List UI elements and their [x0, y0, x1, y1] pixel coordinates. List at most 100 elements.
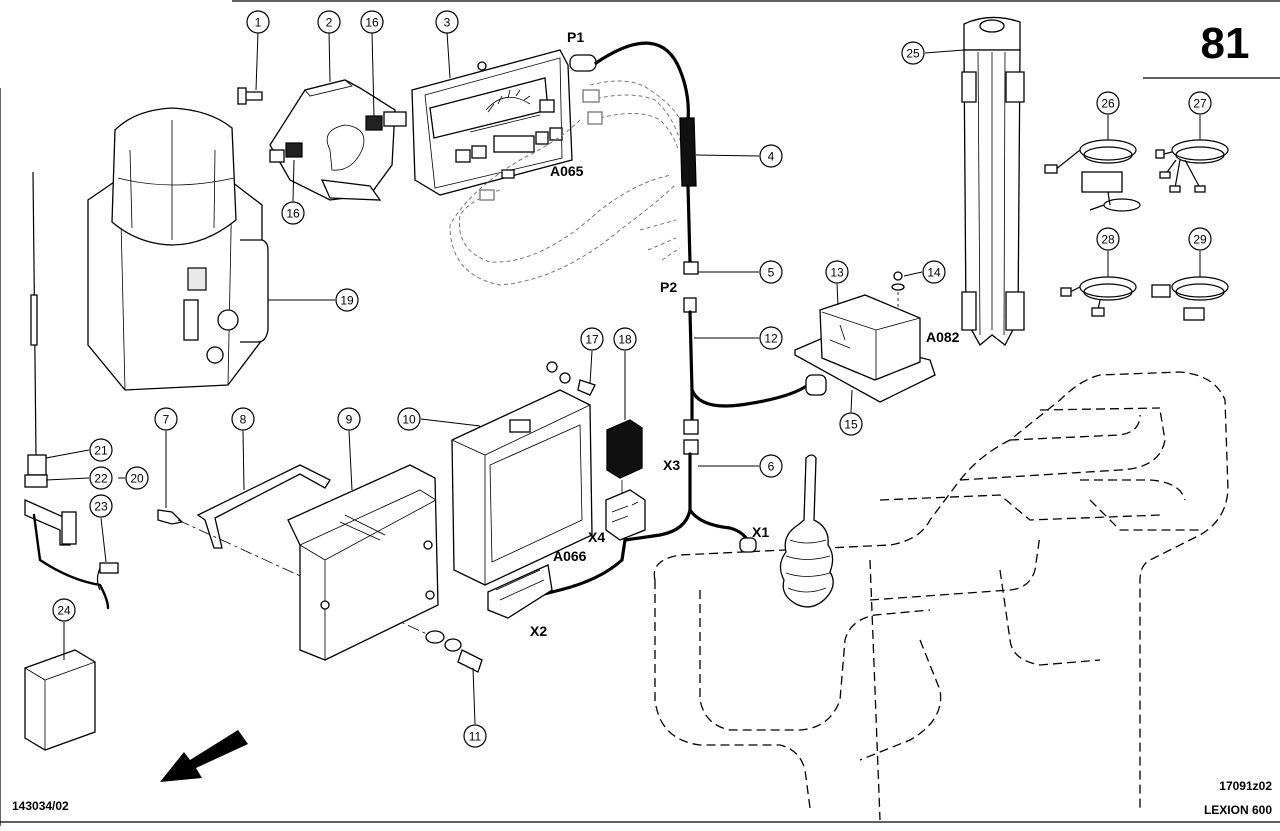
cable-set-26: [1044, 139, 1141, 212]
callout-number: 6: [768, 460, 775, 474]
callout-leader-line: [328, 31, 331, 83]
cable-part-12: [683, 297, 827, 435]
bolt-part-11: [425, 630, 483, 673]
callout-bubble: 23: [89, 494, 113, 518]
callout-bubble: 16: [360, 10, 384, 34]
callout-leader-line: [348, 430, 353, 491]
callout-bubble: 2: [317, 10, 341, 34]
callout-bubble: 4: [759, 144, 783, 168]
callout-leader-line: [420, 418, 481, 427]
callout-bubble: 11: [463, 724, 487, 748]
joystick-lever: [779, 454, 834, 608]
callout-leader-line: [924, 49, 965, 54]
callout-leader-line: [903, 271, 923, 277]
callout-circle: [397, 407, 421, 431]
callout-bubble: 1: [246, 10, 270, 34]
callout-number: 23: [94, 500, 108, 514]
callout-leader-line: [45, 449, 90, 459]
callout-number: 22: [94, 472, 108, 486]
callout-circle: [922, 260, 946, 284]
callout-bubble: 27: [1188, 91, 1212, 115]
callout-leader-line: [850, 389, 853, 413]
callout-circle: [1096, 91, 1120, 115]
cable-set-29: [1151, 276, 1229, 321]
callout-circle: [125, 466, 149, 490]
display-unit-part-3: [411, 49, 573, 196]
drawing-code-right: 17091z02: [1219, 779, 1272, 793]
control-box-part-13: [794, 271, 936, 403]
callout-circle: [839, 412, 863, 436]
label-x2: X2: [530, 623, 547, 639]
callout-circle: [613, 327, 637, 351]
callout-leader-line: [589, 350, 593, 385]
callout-number: 18: [618, 333, 632, 347]
callout-circle: [317, 10, 341, 34]
callout-number: 10: [402, 413, 416, 427]
callout-circle: [154, 407, 178, 431]
callout-number: 19: [340, 294, 354, 308]
label-a066: A066: [553, 548, 587, 564]
label-x3: X3: [663, 457, 680, 473]
callout-leader-line: [446, 31, 451, 79]
dome-unit-part-19: [87, 107, 269, 391]
callout-number: 13: [830, 266, 844, 280]
cable-harness-part-4: [569, 41, 699, 275]
callout-circle: [759, 260, 783, 284]
callout-number: 20: [130, 472, 144, 486]
callout-bubble: 12: [759, 326, 783, 350]
callout-leader-line: [836, 283, 839, 306]
drawing-code-left: 143034/02: [12, 799, 69, 813]
callout-number: 3: [444, 16, 451, 30]
callout-leader-line: [100, 517, 107, 563]
box-part-24: [24, 649, 96, 751]
cable-set-27: [1155, 139, 1229, 193]
callout-bubble: 19: [335, 288, 359, 312]
page-number: 81: [1201, 19, 1250, 68]
label-x1: X1: [752, 524, 769, 540]
callout-number: 24: [57, 604, 71, 618]
label-a065: A065: [550, 163, 584, 179]
callout-circle: [825, 260, 849, 284]
callout-bubble: 6: [759, 454, 783, 478]
cable-set-28: [1060, 276, 1137, 317]
cab-console-outline: [653, 371, 1229, 821]
antenna-assembly: [24, 171, 119, 610]
callout-number: 14: [927, 266, 941, 280]
callout-bubble: 26: [1096, 91, 1120, 115]
callout-number: 9: [346, 413, 353, 427]
callout-bubble: 10: [397, 407, 421, 431]
callout-circle: [1096, 227, 1120, 251]
callout-bubble: 28: [1096, 227, 1120, 251]
callout-bubble: 29: [1188, 227, 1212, 251]
callout-number: 16: [365, 16, 379, 30]
callout-leader-line: [242, 430, 245, 491]
control-module-part-10: [451, 389, 593, 619]
callout-number: 8: [240, 413, 247, 427]
callout-circle: [759, 326, 783, 350]
callout-number: 15: [844, 418, 858, 432]
callout-circle: [89, 438, 113, 462]
label-p2: P2: [660, 279, 677, 295]
callout-number: 16: [286, 207, 300, 221]
callout-number: 21: [94, 444, 108, 458]
callout-bubble: 5: [759, 260, 783, 284]
callout-circle: [231, 407, 255, 431]
callout-number: 17: [585, 333, 599, 347]
callout-bubble: 14: [922, 260, 946, 284]
direction-arrow: [160, 730, 248, 782]
model-name: LEXION 600: [1204, 803, 1272, 817]
tall-bar-part-25: [961, 16, 1025, 347]
callout-circle: [337, 407, 361, 431]
label-x4: X4: [588, 529, 605, 545]
callout-number: 28: [1101, 233, 1115, 247]
callout-number: 5: [768, 266, 775, 280]
callout-circle: [901, 41, 925, 65]
callout-bubble: 8: [231, 407, 255, 431]
callout-leader-line: [695, 154, 760, 157]
callout-circle: [360, 10, 384, 34]
callout-number: 29: [1193, 233, 1207, 247]
callout-number: 26: [1101, 97, 1115, 111]
